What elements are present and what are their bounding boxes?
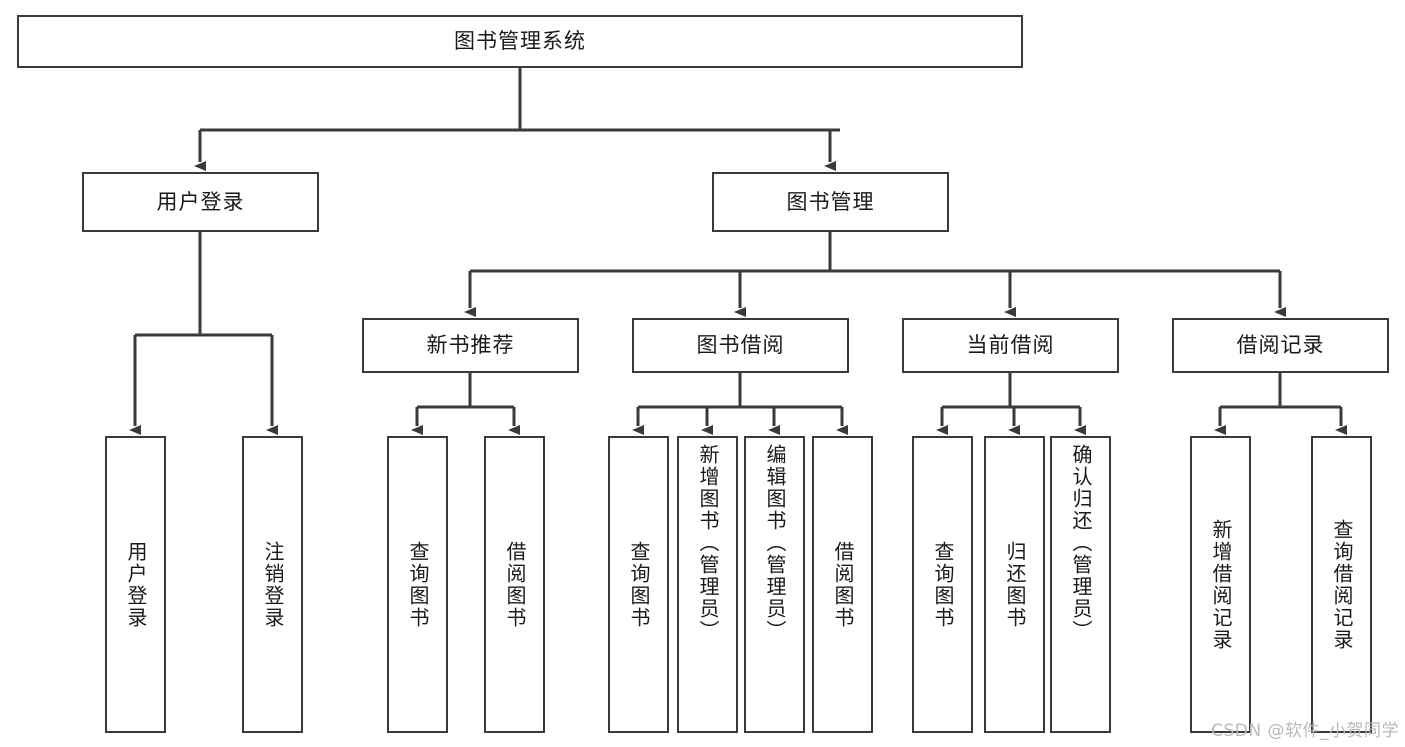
node-leaf-add-borrow-record[interactable]: 新增借阅记录 bbox=[1190, 436, 1251, 733]
node-leaf-borrow-book-label: 借阅图书 bbox=[831, 540, 855, 629]
node-user-login-label: 用户登录 bbox=[156, 189, 245, 214]
node-leaf-borrow-book-recommend-label: 借阅图书 bbox=[503, 540, 527, 629]
node-leaf-query-book-recommend[interactable]: 查询图书 bbox=[387, 436, 448, 733]
node-borrow-record[interactable]: 借阅记录 bbox=[1172, 318, 1389, 373]
node-leaf-query-book-current-label: 查询图书 bbox=[931, 540, 955, 629]
node-leaf-user-login-label: 用户登录 bbox=[124, 540, 148, 629]
node-new-book-recommend-label: 新书推荐 bbox=[426, 333, 515, 358]
node-book-borrow-label: 图书借阅 bbox=[696, 333, 785, 358]
watermark-text: CSDN @软件_小贺同学 bbox=[1211, 721, 1399, 741]
node-user-login[interactable]: 用户登录 bbox=[82, 172, 319, 232]
node-leaf-return-book-label: 归还图书 bbox=[1003, 540, 1027, 629]
node-leaf-query-book[interactable]: 查询图书 bbox=[608, 436, 669, 733]
node-leaf-query-borrow-record-label: 查询借阅记录 bbox=[1330, 518, 1354, 651]
node-leaf-query-book-label: 查询图书 bbox=[627, 540, 651, 629]
node-leaf-query-borrow-record[interactable]: 查询借阅记录 bbox=[1311, 436, 1372, 733]
node-leaf-add-book-admin-label: 新增图书（管理员） bbox=[696, 444, 720, 642]
node-leaf-confirm-return-admin-label: 确认归还（管理员） bbox=[1069, 444, 1093, 642]
node-leaf-borrow-book[interactable]: 借阅图书 bbox=[812, 436, 873, 733]
node-leaf-edit-book-admin[interactable]: 编辑图书（管理员） bbox=[744, 436, 805, 733]
node-leaf-query-book-current[interactable]: 查询图书 bbox=[912, 436, 973, 733]
node-leaf-query-book-recommend-label: 查询图书 bbox=[406, 540, 430, 629]
node-borrow-record-label: 借阅记录 bbox=[1236, 333, 1325, 358]
node-new-book-recommend[interactable]: 新书推荐 bbox=[362, 318, 579, 373]
node-leaf-user-logout-label: 注销登录 bbox=[261, 540, 285, 629]
node-leaf-edit-book-admin-label: 编辑图书（管理员） bbox=[763, 444, 787, 642]
node-leaf-user-login[interactable]: 用户登录 bbox=[105, 436, 166, 733]
node-leaf-confirm-return-admin[interactable]: 确认归还（管理员） bbox=[1050, 436, 1111, 733]
node-current-borrow[interactable]: 当前借阅 bbox=[902, 318, 1119, 373]
node-leaf-return-book[interactable]: 归还图书 bbox=[984, 436, 1045, 733]
node-root[interactable]: 图书管理系统 bbox=[17, 15, 1023, 68]
node-book-management[interactable]: 图书管理 bbox=[712, 172, 949, 232]
node-root-label: 图书管理系统 bbox=[454, 29, 586, 54]
node-book-management-label: 图书管理 bbox=[786, 189, 875, 214]
node-leaf-borrow-book-recommend[interactable]: 借阅图书 bbox=[484, 436, 545, 733]
node-leaf-add-borrow-record-label: 新增借阅记录 bbox=[1209, 518, 1233, 651]
node-current-borrow-label: 当前借阅 bbox=[966, 333, 1055, 358]
node-book-borrow[interactable]: 图书借阅 bbox=[632, 318, 849, 373]
node-leaf-user-logout[interactable]: 注销登录 bbox=[242, 436, 303, 733]
node-leaf-add-book-admin[interactable]: 新增图书（管理员） bbox=[677, 436, 738, 733]
